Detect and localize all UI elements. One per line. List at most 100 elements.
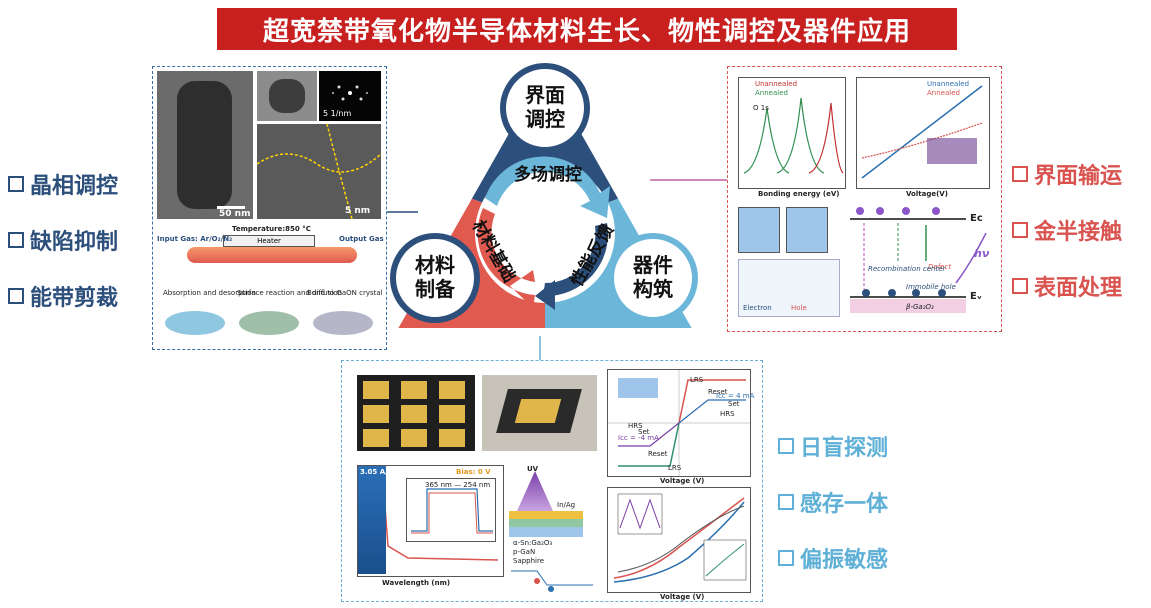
memristor-iv-plot: LRS HRS Reset Set Iᴄᴄ = 4 mA Iᴄᴄ = -4 mA… — [607, 369, 755, 477]
xps-legend-unannealed: Unannealed — [755, 80, 798, 88]
left-tag-list: 晶相调控 缺陷抑制 能带剪裁 — [8, 168, 118, 312]
iv-x-label: Voltage(V) — [906, 190, 948, 198]
recombination-label: Recombination center — [868, 265, 946, 273]
switching-curve — [411, 488, 493, 534]
checkbox-square-icon — [8, 176, 24, 192]
title-banner: 超宽禁带氧化物半导体材料生长、物性调控及器件应用 — [217, 8, 957, 50]
hysteresis-plot — [607, 487, 751, 593]
left-tag-2: 缺陷抑制 — [8, 224, 118, 256]
bottom-tag-3: 偏振敏感 — [778, 542, 888, 574]
xps-x-label: Bonding energy (eV) — [758, 190, 840, 198]
bias-label: Bias: 0 V — [456, 468, 491, 476]
substrate-disc-1 — [165, 311, 225, 335]
material-label: β-Ga₂O₃ — [906, 303, 934, 311]
scale-label-a: 50 nm — [219, 209, 251, 219]
set-label-top: Set — [728, 400, 740, 408]
xps-curves — [743, 97, 844, 174]
layer-label: α-Sn:Ga₂O₃ — [513, 539, 553, 547]
particle-shape — [269, 79, 305, 113]
defect-label: Defect — [928, 263, 952, 271]
hysteresis-x-label: Voltage (V) — [660, 593, 705, 601]
chip-die — [514, 399, 562, 423]
hrtem-overlay — [257, 124, 381, 219]
arrow-left — [477, 208, 535, 308]
electrode-label: In/Ag — [557, 501, 576, 509]
step-1-label: Absorption and desorption — [163, 289, 256, 297]
right-panel-interface: O 1s Unannealed Annealed Bonding energy … — [727, 66, 1002, 332]
node-left — [390, 233, 480, 323]
layer-electrode — [509, 511, 583, 519]
checkbox-square-icon — [1012, 166, 1028, 182]
tem-image-a: 50 nm — [157, 71, 253, 219]
electrode-array-photo — [357, 375, 475, 451]
iv-legend-unannealed: Unannealed — [927, 80, 970, 88]
xps-plot: O 1s Unannealed Annealed — [738, 77, 846, 189]
hrs-label-left: HRS — [628, 422, 643, 430]
device-schematic: UV In/Ag α-Sn:Ga₂O₃ p-GaN Sapphire — [507, 465, 597, 595]
node-right-line2: 构筑 — [633, 277, 673, 301]
right-tag-1: 界面输运 — [1012, 158, 1122, 190]
arrow-top-label: 多场调控 — [514, 164, 582, 185]
xps-legend-annealed: Annealed — [755, 89, 788, 97]
ev-label: Eᵥ — [970, 291, 982, 302]
electron-legend: Electron — [743, 304, 772, 312]
nanowire-shape — [177, 81, 232, 209]
iv-plot-interface: Unannealed Annealed — [856, 77, 990, 189]
scale-label-c: 5 nm — [345, 206, 371, 216]
furnace-tube — [187, 247, 357, 263]
left-tag-1: 晶相调控 — [8, 168, 118, 200]
checkbox-square-icon — [778, 438, 794, 454]
substrate-disc-3 — [313, 311, 373, 335]
scale-label-b: 5 1/nm — [323, 109, 352, 118]
o1s-label: O 1s — [753, 104, 769, 112]
furnace-temperature: Temperature:850 °C — [232, 225, 311, 233]
right-tag-3: 表面处理 — [1012, 270, 1122, 302]
iv-legend-annealed: Annealed — [927, 89, 960, 97]
growth-steps: Absorption and desorption Surface reacti… — [157, 289, 383, 344]
responsivity-peak: 3.05 A/W — [360, 468, 396, 476]
arrow-right-head — [535, 280, 555, 310]
reset-label-left: Reset — [648, 450, 668, 458]
band-schematic-small: Electron Hole — [738, 259, 840, 317]
concentration-plot-1 — [738, 207, 780, 253]
node-right-line1: 器件 — [632, 253, 673, 277]
tem-image-b — [257, 71, 317, 121]
icc-positive: Iᴄᴄ = 4 mA — [716, 392, 755, 400]
iv-curves-interface — [861, 85, 983, 179]
bottom-panel-devices: 3.05 A/W Bias: 0 V 365 nm — 254 nm Wavel… — [341, 360, 763, 602]
checkbox-square-icon — [8, 232, 24, 248]
concentration-plot-2 — [786, 207, 828, 253]
sapphire-label: Sapphire — [513, 557, 545, 565]
diffraction-pattern: 5 1/nm — [319, 71, 381, 121]
responsivity-plot: 3.05 A/W Bias: 0 V 365 nm — 254 nm — [357, 465, 504, 577]
switching-inset: 365 nm — 254 nm — [406, 478, 496, 542]
left-panel-materials: 50 nm 5 1/nm 5 nm Temperature:850 °C Hea… — [152, 66, 387, 350]
node-top — [500, 63, 590, 153]
output-gas-label: Output Gas — [339, 235, 384, 243]
node-left-line2: 制备 — [415, 277, 456, 301]
diffraction-spots — [332, 85, 368, 101]
hysteresis-curves — [613, 493, 747, 583]
hrs-label-right: HRS — [720, 410, 735, 418]
band-diagram: Eᴄ Eᵥ hν Defect Recombination center Imm… — [846, 203, 996, 321]
electrode-pattern — [363, 381, 465, 447]
checkbox-square-icon — [8, 288, 24, 304]
checkbox-square-icon — [1012, 278, 1028, 294]
center-circle — [475, 163, 615, 303]
set-label-left: Set — [638, 428, 650, 436]
checkbox-square-icon — [778, 550, 794, 566]
lrs-label-bottom: LRS — [668, 464, 682, 472]
heater-label: Heater — [223, 235, 315, 247]
input-gas-label: Input Gas: Ar/O₂/N₂ — [157, 235, 233, 243]
bottom-tag-1: 日盲探测 — [778, 430, 888, 462]
lrs-label-top: LRS — [690, 376, 704, 384]
immobile-hole-label: Immobile hole — [906, 283, 956, 291]
checkbox-square-icon — [778, 494, 794, 510]
bottom-tag-2: 感存一体 — [778, 486, 888, 518]
checkbox-square-icon — [1012, 222, 1028, 238]
hrtem-image: 5 nm — [257, 124, 381, 219]
arrow-top — [485, 156, 610, 218]
packaged-chip-photo — [482, 375, 597, 451]
band-diagram-svg — [850, 207, 987, 313]
band-alignment-sketch — [511, 570, 593, 592]
